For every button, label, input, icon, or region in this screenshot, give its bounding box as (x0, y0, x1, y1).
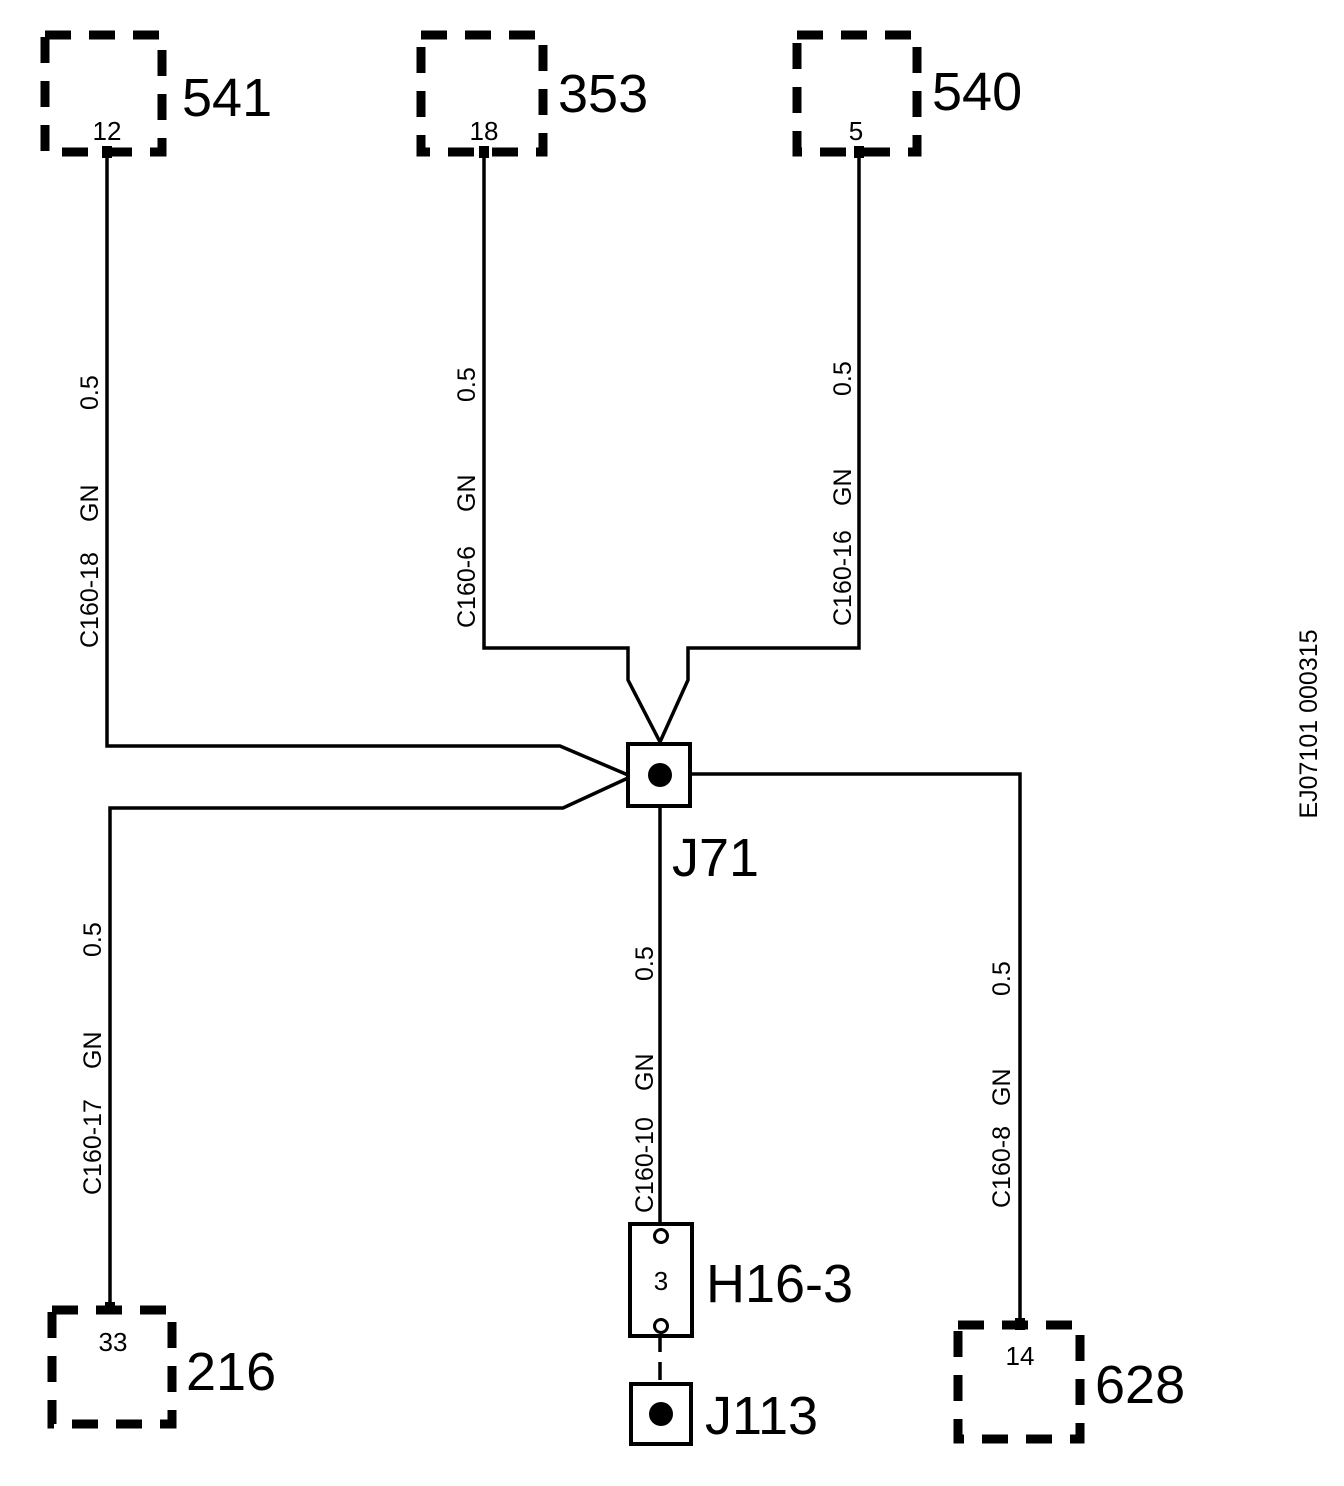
splice-j113-label: J113 (705, 1386, 818, 1446)
component-541: 12 541 (40, 30, 272, 158)
splice-j71: J71 (626, 742, 759, 888)
wire-label-c160-18: C160-18 GN 0.5 (76, 375, 104, 648)
component-353-pin: 18 (470, 116, 499, 146)
wire-label-size: 0.5 (829, 361, 857, 396)
wire-label-c160-10: C160-10 GN 0.5 (631, 946, 659, 1213)
connector-h16: 3 H16-3 (628, 1222, 853, 1338)
component-628-label: 628 (1095, 1355, 1185, 1415)
component-541-pin: 12 (93, 116, 122, 146)
wire-c160-6 (482, 150, 662, 743)
wire-label-c160-6: C160-6 GN 0.5 (453, 367, 481, 628)
connector-h16-label: H16-3 (706, 1254, 853, 1314)
component-216-pin: 33 (99, 1327, 128, 1357)
wire-label-circuit: C160-10 (631, 1117, 659, 1213)
component-541-label: 541 (182, 68, 272, 128)
component-216-label: 216 (186, 1342, 276, 1402)
wire-label-size: 0.5 (453, 367, 481, 402)
wire-c160-18 (105, 150, 629, 777)
wire-label-size: 0.5 (988, 961, 1016, 996)
wire-c160-17 (108, 776, 629, 1306)
splice-j113: J113 (629, 1382, 818, 1446)
reference-code: EJ07101 000315 (1295, 629, 1323, 818)
wire-label-size: 0.5 (76, 375, 104, 410)
wire-c160-8 (690, 772, 1022, 1322)
wire-label-circuit: C160-18 (76, 552, 104, 648)
component-540: 5 540 (792, 30, 1022, 158)
connector-h16-pin-top (653, 1228, 669, 1244)
wire-c160-16 (658, 150, 861, 743)
wire-label-color: GN (631, 1054, 659, 1092)
splice-j71-dot (648, 763, 672, 787)
wire-label-color: GN (76, 485, 104, 523)
wire-label-color: GN (988, 1069, 1016, 1107)
component-353: 18 353 (416, 30, 648, 158)
wire-label-color: GN (79, 1032, 107, 1070)
wire-label-circuit: C160-6 (453, 546, 481, 628)
wire-label-c160-17: C160-17 GN 0.5 (79, 922, 107, 1195)
wire-label-circuit: C160-8 (988, 1126, 1016, 1208)
component-628-pin: 14 (1006, 1341, 1035, 1371)
wire-label-circuit: C160-16 (829, 530, 857, 626)
wire-label-color: GN (829, 469, 857, 507)
wires (105, 150, 1022, 1380)
wire-label-color: GN (453, 475, 481, 513)
wire-label-c160-8: C160-8 GN 0.5 (988, 961, 1016, 1208)
component-540-pin: 5 (849, 116, 863, 146)
component-216: 33 216 (47, 1302, 276, 1429)
connector-h16-pin-bottom (653, 1318, 669, 1334)
wire-label-c160-16: C160-16 GN 0.5 (829, 361, 857, 626)
wire-label-size: 0.5 (631, 946, 659, 981)
component-540-label: 540 (932, 62, 1022, 122)
reference-code-text: EJ07101 000315 (1295, 629, 1323, 818)
component-353-label: 353 (558, 64, 648, 124)
wire-label-circuit: C160-17 (79, 1099, 107, 1195)
connector-h16-pin-number: 3 (654, 1266, 668, 1296)
splice-j113-dot (649, 1402, 673, 1426)
splice-j71-label: J71 (672, 828, 759, 888)
component-628: 14 628 (953, 1318, 1185, 1444)
wire-label-size: 0.5 (79, 922, 107, 957)
